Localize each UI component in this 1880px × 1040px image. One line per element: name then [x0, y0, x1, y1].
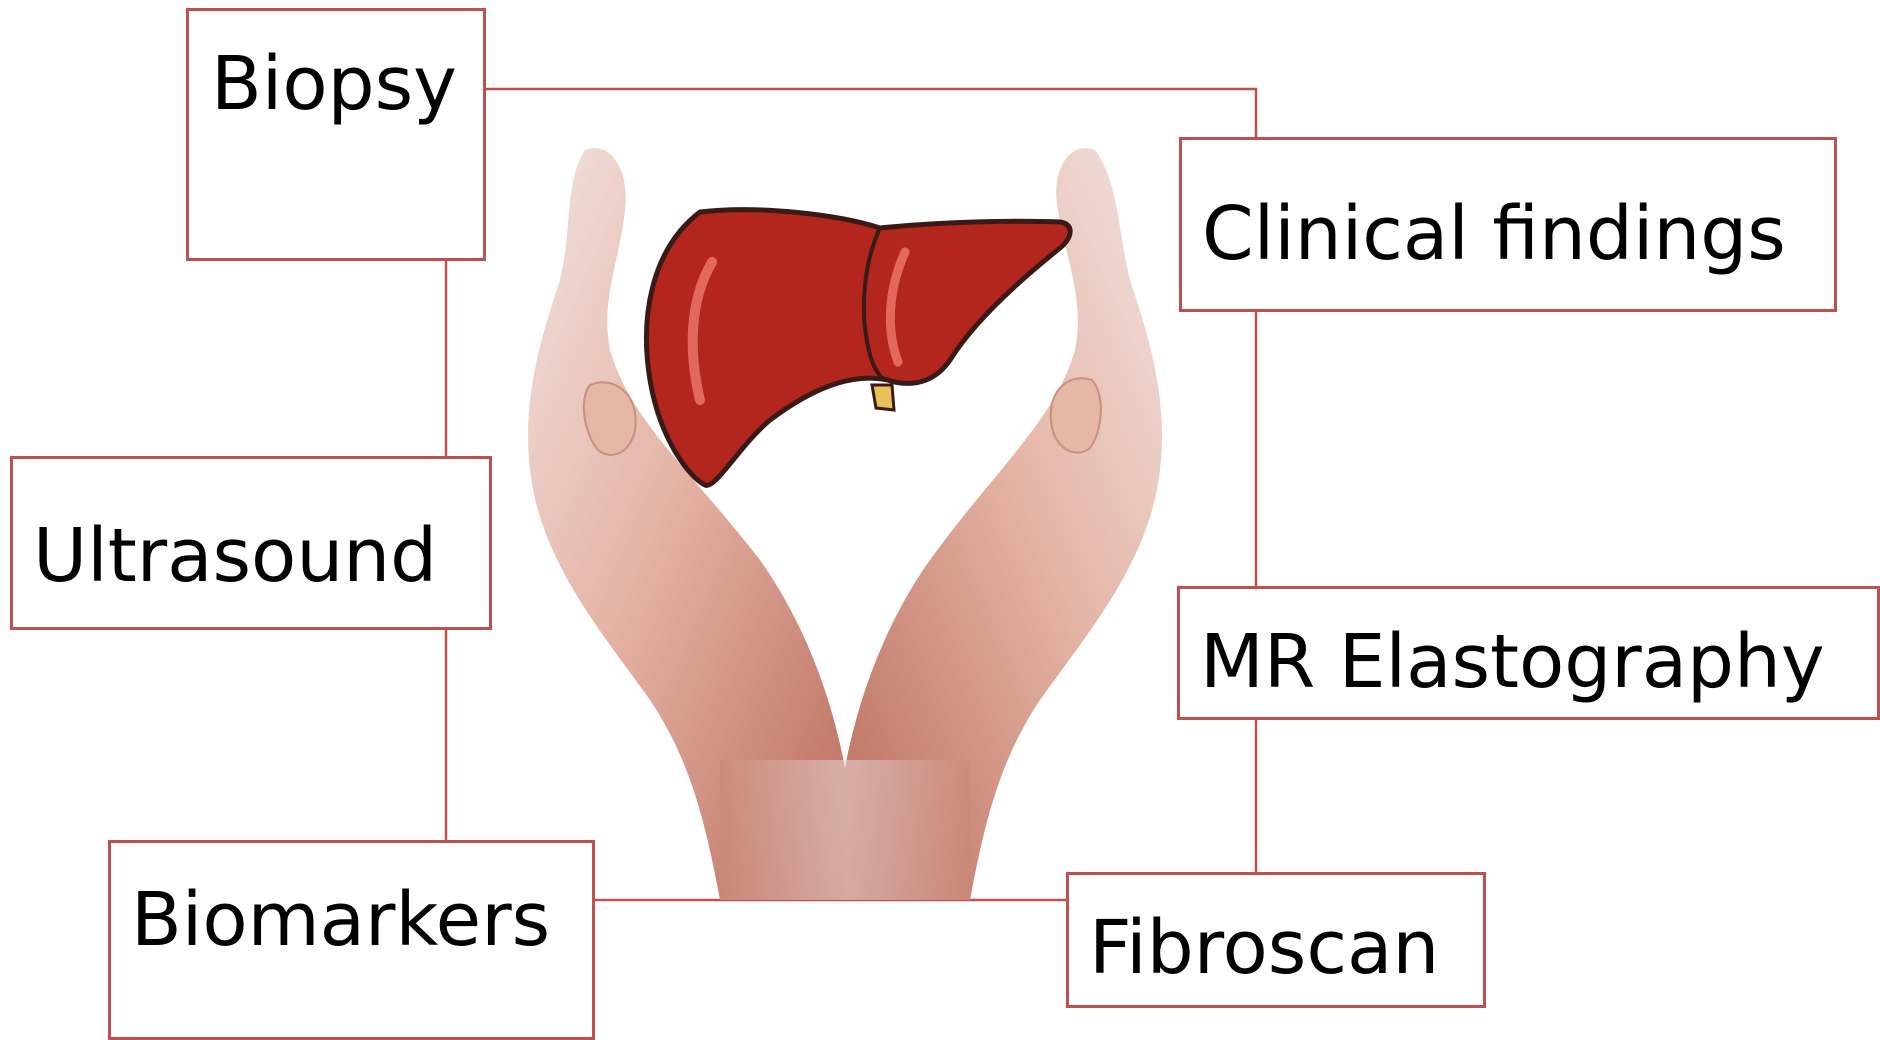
biopsy-box: Biopsy: [186, 8, 486, 261]
gallbladder-icon: [872, 385, 894, 410]
liver-shape: [647, 210, 1071, 486]
liver-icon: [647, 210, 1071, 486]
wrist-area: [720, 760, 970, 900]
fibroscan-box: Fibroscan: [1066, 872, 1486, 1008]
ultrasound-label: Ultrasound: [33, 519, 437, 593]
connector-line-top: [486, 89, 1256, 137]
mr-elastography-label: MR Elastography: [1200, 625, 1825, 699]
right-thumb: [1051, 378, 1101, 452]
mr-elastography-box: MR Elastography: [1177, 586, 1880, 720]
clinical-findings-box: Clinical findings: [1179, 137, 1837, 312]
biopsy-label: Biopsy: [211, 47, 457, 121]
biomarkers-label: Biomarkers: [131, 883, 550, 957]
biomarkers-box: Biomarkers: [108, 840, 595, 1040]
fibroscan-label: Fibroscan: [1089, 911, 1439, 985]
ultrasound-box: Ultrasound: [10, 456, 492, 630]
clinical-findings-label: Clinical findings: [1202, 197, 1786, 271]
